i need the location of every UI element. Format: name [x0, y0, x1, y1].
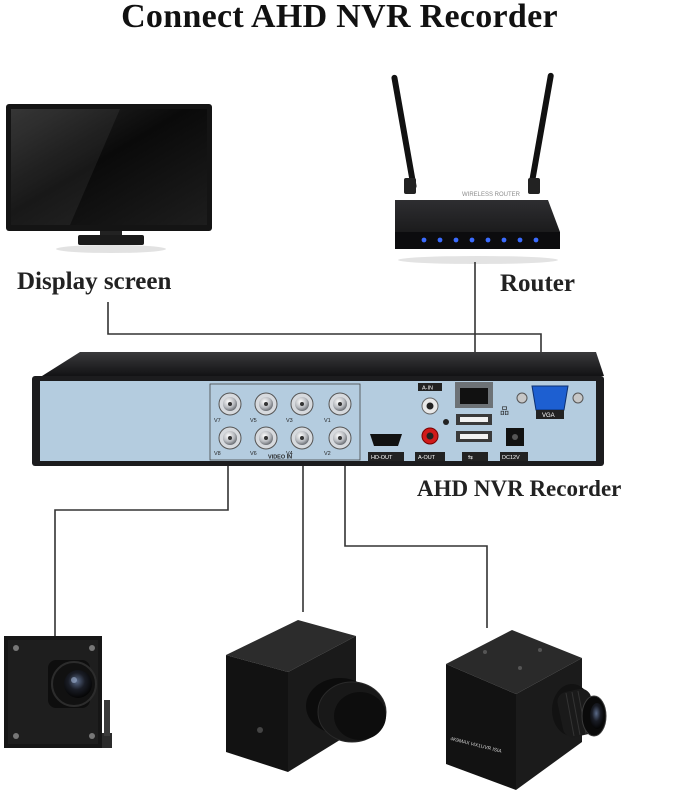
channel-label-top-3: V3 [286, 418, 293, 424]
audio-in-label: A-IN [422, 386, 433, 392]
video-in-label: VIDEO IN [268, 455, 292, 461]
channel-label-top-4: V1 [324, 418, 331, 424]
vga-label: VGA [542, 413, 555, 419]
audio-ports: A-IN A-OUT [415, 383, 449, 461]
dc-power-port: DC12V [500, 428, 528, 461]
display-screen-label: Display screen [17, 268, 172, 295]
display-monitor [6, 104, 212, 253]
network-icon: 品 [500, 406, 509, 416]
channel-label-bottom-2: V6 [250, 451, 257, 457]
camera-cube [226, 620, 387, 772]
channel-label-top-1: V7 [214, 418, 221, 424]
router-leds [421, 237, 539, 243]
usb-symbol-icon: ⇆ [468, 454, 473, 461]
diagram-title: Connect AHD NVR Recorder [121, 0, 558, 35]
camera-board-module [4, 636, 112, 748]
nvr-recorder-label: AHD NVR Recorder [417, 476, 622, 501]
wire-camera-1 [54, 446, 229, 640]
vga-port: VGA [516, 385, 584, 419]
nvr-recorder: V7 V5 V3 V1 V8 V6 V4 V2 VIDEO IN HD-OUT … [32, 352, 604, 466]
router-brand-text: WIRELESS ROUTER [462, 192, 521, 198]
hdmi-port: HD-OUT [368, 434, 404, 461]
channel-label-top-2: V5 [250, 418, 257, 424]
router-label: Router [500, 270, 575, 297]
channel-label-bottom-4: V2 [324, 451, 331, 457]
camera-box: 4K9MAX I4X1UVR ISIA [446, 630, 607, 790]
hdmi-label: HD-OUT [371, 455, 393, 461]
wireless-router: WIRELESS ROUTER [391, 72, 560, 264]
dc-label: DC12V [502, 455, 520, 461]
channel-label-bottom-1: V8 [214, 451, 221, 457]
lan-usb-ports: ⇆ 品 [455, 382, 509, 461]
wire-camera-3 [344, 446, 488, 628]
channel-label-bottom-3: V4 [286, 451, 293, 457]
bnc-connectors [218, 392, 352, 450]
audio-out-label: A-OUT [418, 455, 436, 461]
